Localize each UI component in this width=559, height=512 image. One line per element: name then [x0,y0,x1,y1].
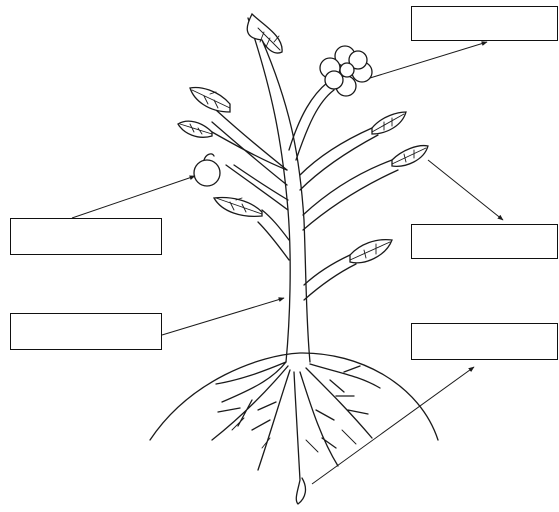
leaf-left-2 [178,121,212,137]
leaf-right-1 [372,112,406,134]
roots [212,362,380,504]
leaf-left-1 [190,88,230,112]
label-box-stem[interactable] [10,313,162,350]
leaf-left-3 [214,198,262,217]
pointer-arrows [72,42,503,484]
label-box-fruit[interactable] [10,218,162,255]
flower [320,46,372,96]
leaf-right-3 [350,240,392,263]
label-box-leaf[interactable] [411,224,558,259]
label-box-flower[interactable] [411,6,558,41]
label-box-root[interactable] [411,323,558,360]
fruit [194,154,220,186]
arrow-fruit [72,176,195,218]
soil-mound [150,353,438,440]
arrow-flower [370,42,487,78]
arrow-leaf [428,160,503,220]
arrow-stem [162,298,284,335]
leaf-right-2 [392,146,428,167]
leaves [178,14,428,263]
